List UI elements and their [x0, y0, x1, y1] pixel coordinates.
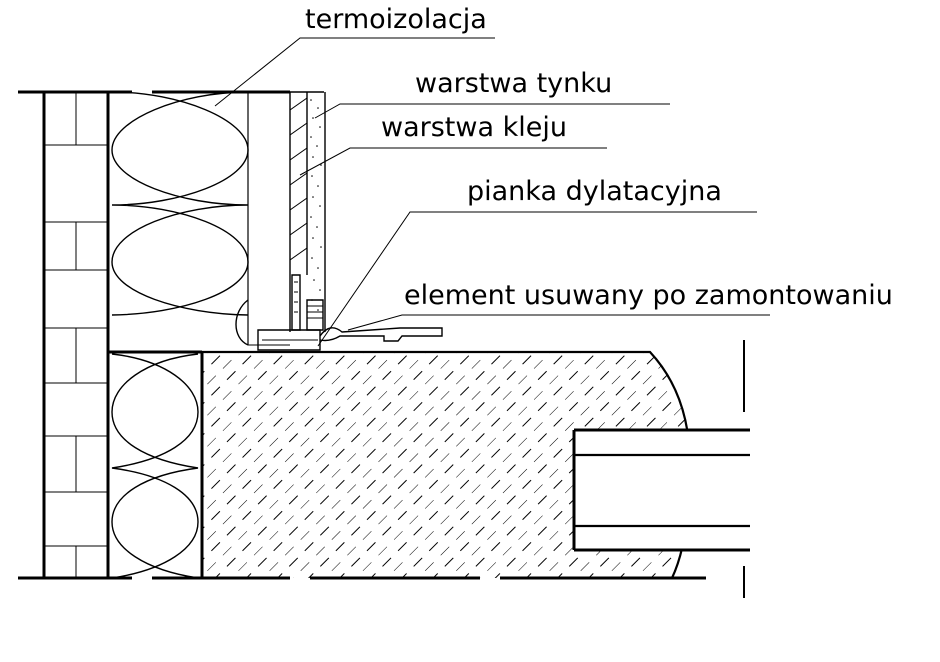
leader-pianka — [317, 211, 757, 347]
insulation-lower — [108, 350, 204, 579]
leader-warstwa-tynku — [314, 103, 670, 119]
leader-termoizolacja — [214, 37, 495, 107]
leader-element — [347, 314, 770, 331]
expansion-profile — [257, 274, 443, 351]
brick-wall — [42, 92, 110, 578]
label-warstwa-kleju: warstwa kleju — [381, 112, 567, 143]
label-element-usuwany: element usuwany po zamontowaniu — [404, 280, 893, 311]
insulation-upper — [111, 91, 290, 346]
label-warstwa-tynku: warstwa tynku — [415, 68, 612, 99]
plaster-layer — [310, 92, 326, 332]
adhesive-layer — [289, 92, 308, 332]
label-termoizolacja: termoizolacja — [305, 4, 487, 35]
leader-lines — [214, 37, 770, 347]
beam — [572, 340, 750, 598]
leader-warstwa-kleju — [299, 147, 607, 176]
label-pianka-dylatacyjna: pianka dylatacyjna — [467, 176, 722, 207]
